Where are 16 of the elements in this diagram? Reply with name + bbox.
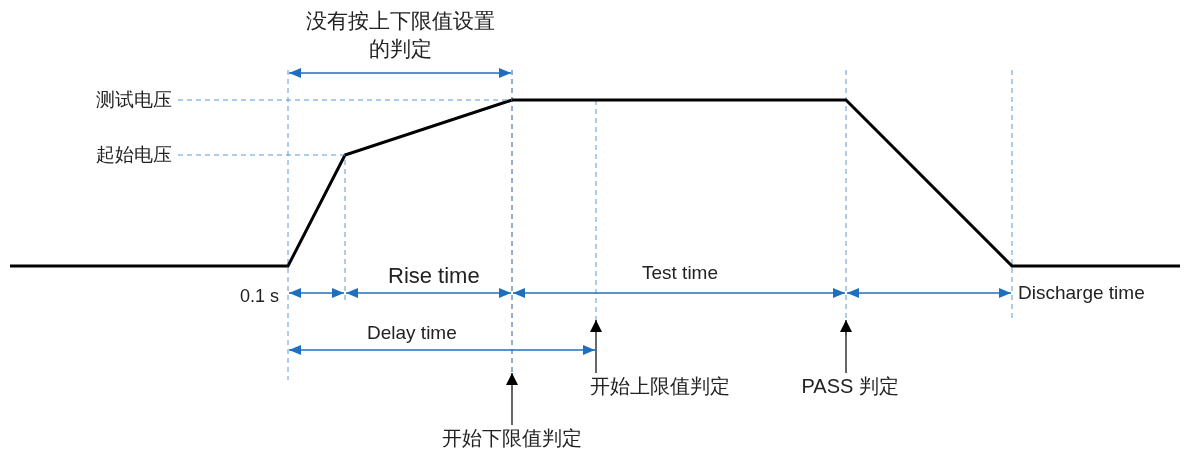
event-label: 开始下限值判定 — [442, 426, 582, 450]
dimension-label: Discharge time — [1018, 281, 1145, 305]
level-label: 测试电压 — [96, 88, 172, 112]
leader-line — [177, 154, 346, 156]
arrow — [506, 372, 518, 426]
arrow — [840, 319, 852, 374]
dimension-label: 0.1 s — [240, 286, 280, 308]
leader-line — [177, 99, 513, 101]
level-label: 起始电压 — [96, 143, 172, 167]
dimension-label: Delay time — [367, 321, 457, 345]
event-label: PASS 判定 — [801, 374, 899, 398]
event-label: 开始上限值判定 — [590, 374, 730, 398]
dimension-label: Test time — [642, 261, 719, 285]
span-label: 没有按上下限值设置的判定 — [304, 7, 496, 62]
arrow — [590, 319, 602, 374]
dimension-label: Rise time — [388, 263, 480, 290]
